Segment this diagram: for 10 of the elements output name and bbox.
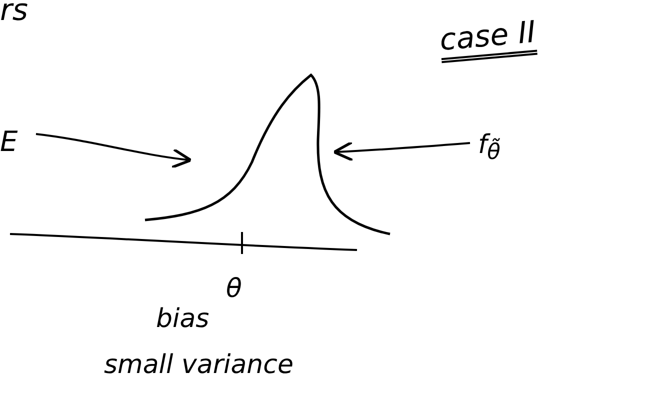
handwritten-note: bias [156, 306, 210, 332]
arrow [36, 133, 192, 168]
tick-label: θ [226, 276, 242, 302]
handwritten-text: rs [0, 0, 28, 26]
handwritten-text: E [0, 128, 18, 156]
distribution-curve [144, 74, 390, 236]
handwritten-formula: f$_{θ̃}$ [478, 132, 500, 164]
handwritten-note: small variance [104, 352, 294, 378]
arrow [332, 140, 470, 162]
case-heading: case II [438, 18, 538, 64]
